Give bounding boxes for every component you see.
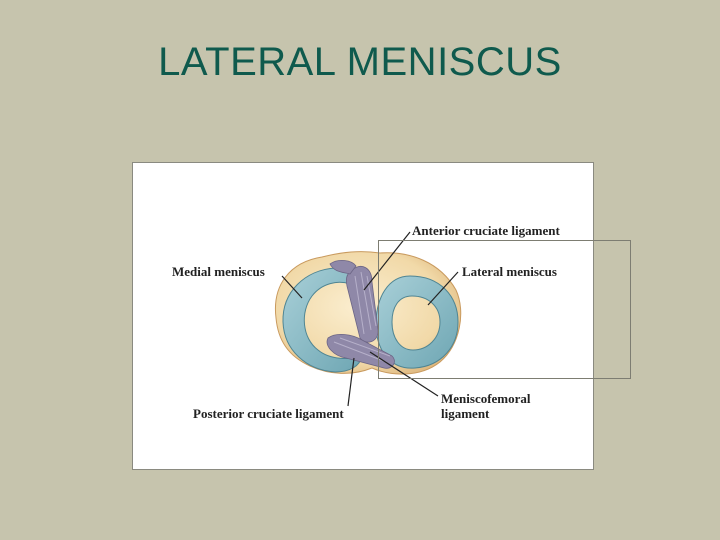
pcl-fibers	[333, 337, 391, 363]
leader-meniscofemoral	[369, 351, 439, 397]
anterior-horn-attachment	[329, 260, 357, 275]
leader-posterior-cruciate	[347, 357, 355, 407]
leader-lateral-meniscus	[427, 271, 459, 306]
label-meniscofemoral-line1: Meniscofemoral	[441, 391, 531, 406]
label-medial-meniscus: Medial meniscus	[172, 264, 265, 279]
leader-medial-meniscus	[281, 275, 303, 299]
label-posterior-cruciate: Posterior cruciate ligament	[193, 406, 344, 421]
posterior-cruciate-ligament	[326, 334, 395, 369]
leader-anterior-cruciate	[363, 231, 411, 291]
highlight-box	[378, 240, 631, 379]
label-anterior-cruciate: Anterior cruciate ligament	[412, 223, 560, 238]
slide-title: LATERAL MENISCUS	[158, 40, 562, 84]
label-meniscofemoral-line2: ligament	[441, 406, 490, 421]
leader-lines	[281, 231, 459, 407]
label-lateral-meniscus: Lateral meniscus	[462, 264, 557, 279]
